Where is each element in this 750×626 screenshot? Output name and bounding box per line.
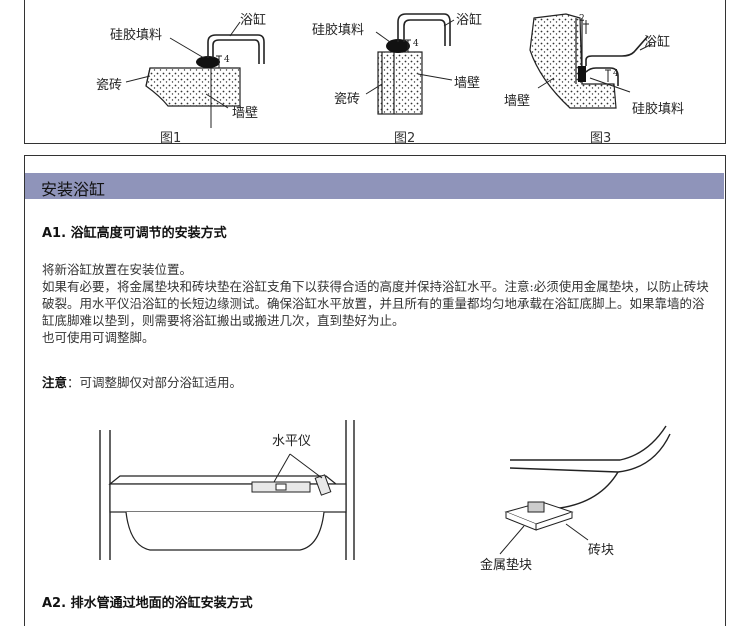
metal-pad-illustration: 金属垫块 砖块 bbox=[470, 420, 690, 580]
figure-2: 硅胶填料 浴缸 瓷砖 墙壁 4 图2 bbox=[312, 0, 520, 150]
a1-heading: A1. 浴缸高度可调节的安装方式 bbox=[42, 226, 227, 241]
sealant-label: 硅胶填料 bbox=[110, 28, 163, 43]
a1-paragraph-3: 也可使用可调整脚。 bbox=[42, 330, 155, 345]
section-title: 安装浴缸 bbox=[41, 180, 106, 199]
a1-note: 注意：可调整脚仅对部分浴缸适用。 bbox=[42, 372, 242, 391]
wall-label: 墙壁 bbox=[454, 76, 481, 91]
note-text: ：可调整脚仅对部分浴缸适用。 bbox=[67, 375, 243, 390]
gap2-dimension: 2 bbox=[579, 14, 585, 24]
a2-heading: A2. 排水管通过地面的浴缸安装方式 bbox=[42, 596, 253, 611]
wall-label: 墙壁 bbox=[504, 94, 531, 109]
tile-label: 瓷砖 bbox=[96, 78, 123, 93]
sealant-label: 硅胶填料 bbox=[312, 23, 365, 38]
brick-label: 砖块 bbox=[588, 543, 615, 558]
a1-paragraph-1: 将新浴缸放置在安装位置。 bbox=[42, 262, 193, 277]
tile-label: 瓷砖 bbox=[334, 92, 361, 107]
level-illustration: 水平仪 bbox=[90, 420, 380, 570]
gap-dimension: 4 bbox=[613, 69, 619, 79]
figure-1: 硅胶填料 浴缸 瓷砖 墙壁 4 图1 bbox=[90, 0, 290, 150]
metal-pad-illustration-drawing bbox=[499, 425, 671, 555]
figure-2-drawing bbox=[365, 13, 455, 115]
figure-3-caption: 图3 bbox=[590, 131, 612, 146]
figure-3: 硅胶填料 浴缸 墙壁 4 2 图3 bbox=[504, 0, 710, 150]
bathtub-label: 浴缸 bbox=[240, 13, 267, 28]
level-label: 水平仪 bbox=[272, 434, 312, 449]
figure-1-caption: 图1 bbox=[160, 131, 182, 146]
sealant-label: 硅胶填料 bbox=[632, 102, 685, 117]
level-illustration-drawing bbox=[99, 420, 355, 560]
figure-2-caption: 图2 bbox=[394, 131, 416, 146]
main-section-frame bbox=[24, 155, 726, 626]
figure-3-drawing bbox=[529, 13, 653, 109]
gap-dimension: 4 bbox=[224, 55, 230, 65]
bathtub-label: 浴缸 bbox=[644, 35, 671, 50]
section-header-bar: 安装浴缸 bbox=[25, 173, 724, 199]
figure-1-drawing bbox=[125, 21, 265, 128]
note-label: 注意 bbox=[42, 375, 68, 390]
figures-panel bbox=[24, 0, 726, 144]
metal-pad-label: 金属垫块 bbox=[480, 558, 533, 573]
wall-label: 墙壁 bbox=[232, 106, 259, 121]
a1-paragraph-2: 如果有必要，将金属垫块和砖块垫在浴缸支角下以获得合适的高度并保持浴缸水平。注意:… bbox=[42, 279, 709, 328]
bathtub-label: 浴缸 bbox=[456, 13, 483, 28]
gap-dimension: 4 bbox=[413, 39, 419, 49]
